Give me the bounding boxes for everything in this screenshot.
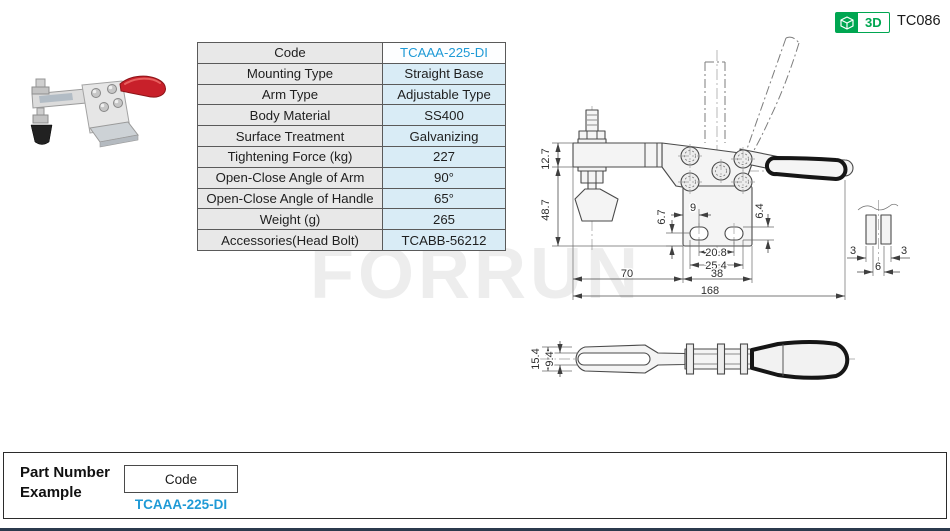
spec-label-arm-type: Arm Type [198,84,382,105]
top-view-grip [750,340,850,380]
dim-prong-gap: 6 [875,261,881,273]
spec-value-surface-treatment: Galvanizing [383,126,505,146]
cube-3d-icon [836,13,858,32]
spec-label-tightening-force: Tightening Force (kg) [198,146,382,167]
dim-slot-center-offset: 9 [690,202,696,214]
spec-label-body-material: Body Material [198,105,382,126]
front-view: 12.7 48.7 6.7 9 6.4 20.8 25.4 38 70 168 [539,36,854,300]
page-code: TC086 [897,13,941,29]
dim-base-width: 38 [711,268,723,280]
part-number-example-box: Part Number Example Code TCAAA-225-DI [3,452,947,519]
part-number-line2: Example [20,484,82,502]
spec-value-accessories: TCABB-56212 [383,230,505,250]
spec-value-mounting-type: Straight Base [383,63,505,84]
side-detail-view: 3 3 6 [847,200,910,276]
spec-label-mounting-type: Mounting Type [198,63,382,84]
spec-value-arm-angle: 90° [383,167,505,188]
spec-label-accessories: Accessories(Head Bolt) [198,230,382,250]
part-number-line1: Part Number [20,464,111,481]
spec-label-handle-angle: Open-Close Angle of Handle [198,188,382,209]
example-code-value: TCAAA-225-DI [134,497,228,512]
bottom-accent-bar [0,528,950,531]
spec-value-handle-angle: 65° [383,188,505,209]
dim-slot-height: 6.4 [754,203,766,218]
phantom-handle-open [746,36,800,153]
spec-label-arm-angle: Open-Close Angle of Arm [198,167,382,188]
dim-overall-length: 168 [701,285,719,297]
spec-label-code: Code [198,43,382,63]
spec-value-body-material: SS400 [383,105,505,126]
product-photo [30,75,166,148]
handle-grip [764,156,848,181]
dim-prong-right: 3 [901,245,907,257]
spindle-tip [574,188,619,222]
spec-label-weight: Weight (g) [198,209,382,230]
dim-slot-edge-offset: 6.7 [656,209,668,224]
spec-value-arm-type: Adjustable Type [383,84,505,105]
dim-fork-inner-width: 9.4 [544,351,556,366]
spec-value-tightening-force: 227 [383,146,505,167]
dim-slot-outer-span: 25.4 [705,260,726,272]
top-view: 15.4 9.4 [529,340,858,380]
spec-value-code-link[interactable]: TCAAA-225-DI [383,43,505,63]
dim-fork-outer-width: 15.4 [530,348,542,369]
dim-prong-left: 3 [850,245,856,257]
technical-drawing: 12.7 48.7 6.7 9 6.4 20.8 25.4 38 70 168 … [529,36,910,380]
badge-3d-label: 3D [865,15,882,30]
dim-arm-to-base: 70 [621,268,633,280]
dim-overall-height: 48.7 [540,199,552,220]
code-box: Code [124,465,238,493]
clamp-photo-illustration [30,75,166,148]
rivet-cluster [678,144,755,194]
dim-slot-center-span: 20.8 [705,247,726,259]
spec-label-surface-treatment: Surface Treatment [198,126,382,146]
phantom-bar [704,61,726,143]
part-number-example-title: Part Number Example [20,463,110,504]
dim-arm-thickness: 12.7 [540,148,552,169]
view-3d-badge[interactable]: 3D [835,12,890,33]
spec-table: Code TCAAA-225-DI Mounting Type Straight… [197,42,506,251]
spec-value-weight: 265 [383,209,505,230]
